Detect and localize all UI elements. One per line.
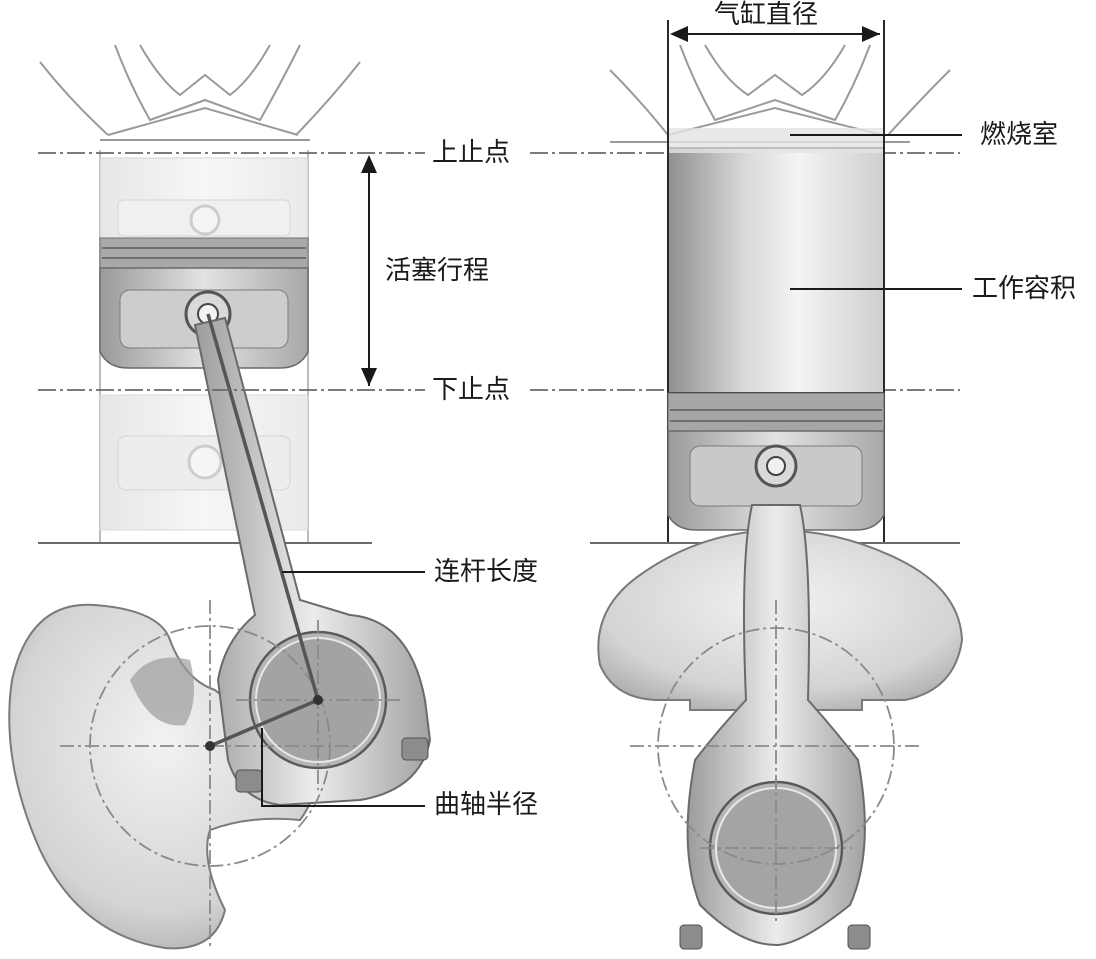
right-engine-illustration bbox=[590, 20, 964, 950]
left-connecting-rod bbox=[193, 316, 432, 807]
label-crank-radius: 曲轴半径 bbox=[432, 790, 541, 820]
label-top-dead-center: 上止点 bbox=[430, 138, 513, 168]
left-engine-illustration bbox=[8, 44, 432, 950]
right-piston bbox=[667, 392, 885, 531]
left-leader-lines bbox=[261, 571, 425, 807]
right-cylinder-head bbox=[609, 44, 951, 143]
left-cylinder-head bbox=[39, 44, 361, 141]
left-piston bbox=[99, 237, 309, 369]
label-piston-stroke: 活塞行程 bbox=[383, 256, 492, 286]
combustion-chamber-volume bbox=[668, 128, 884, 153]
crank-center-point bbox=[205, 741, 215, 751]
crank-pin-point bbox=[313, 695, 323, 705]
label-combustion-chamber: 燃烧室 bbox=[978, 120, 1061, 150]
crank-radius-leader-line bbox=[261, 728, 425, 807]
displacement-volume bbox=[667, 147, 885, 394]
right-leader-lines bbox=[790, 134, 962, 290]
label-conrod-length: 连杆长度 bbox=[432, 557, 541, 587]
left-piston-ghost-tdc bbox=[99, 157, 309, 239]
left-geometry-lines bbox=[206, 313, 320, 748]
label-displacement: 工作容积 bbox=[970, 274, 1079, 304]
left-crankshaft bbox=[8, 603, 316, 950]
label-bottom-dead-center: 下止点 bbox=[430, 375, 513, 405]
label-cylinder-bore: 气缸直径 bbox=[712, 0, 821, 30]
right-crank-circle-construction bbox=[630, 600, 922, 925]
